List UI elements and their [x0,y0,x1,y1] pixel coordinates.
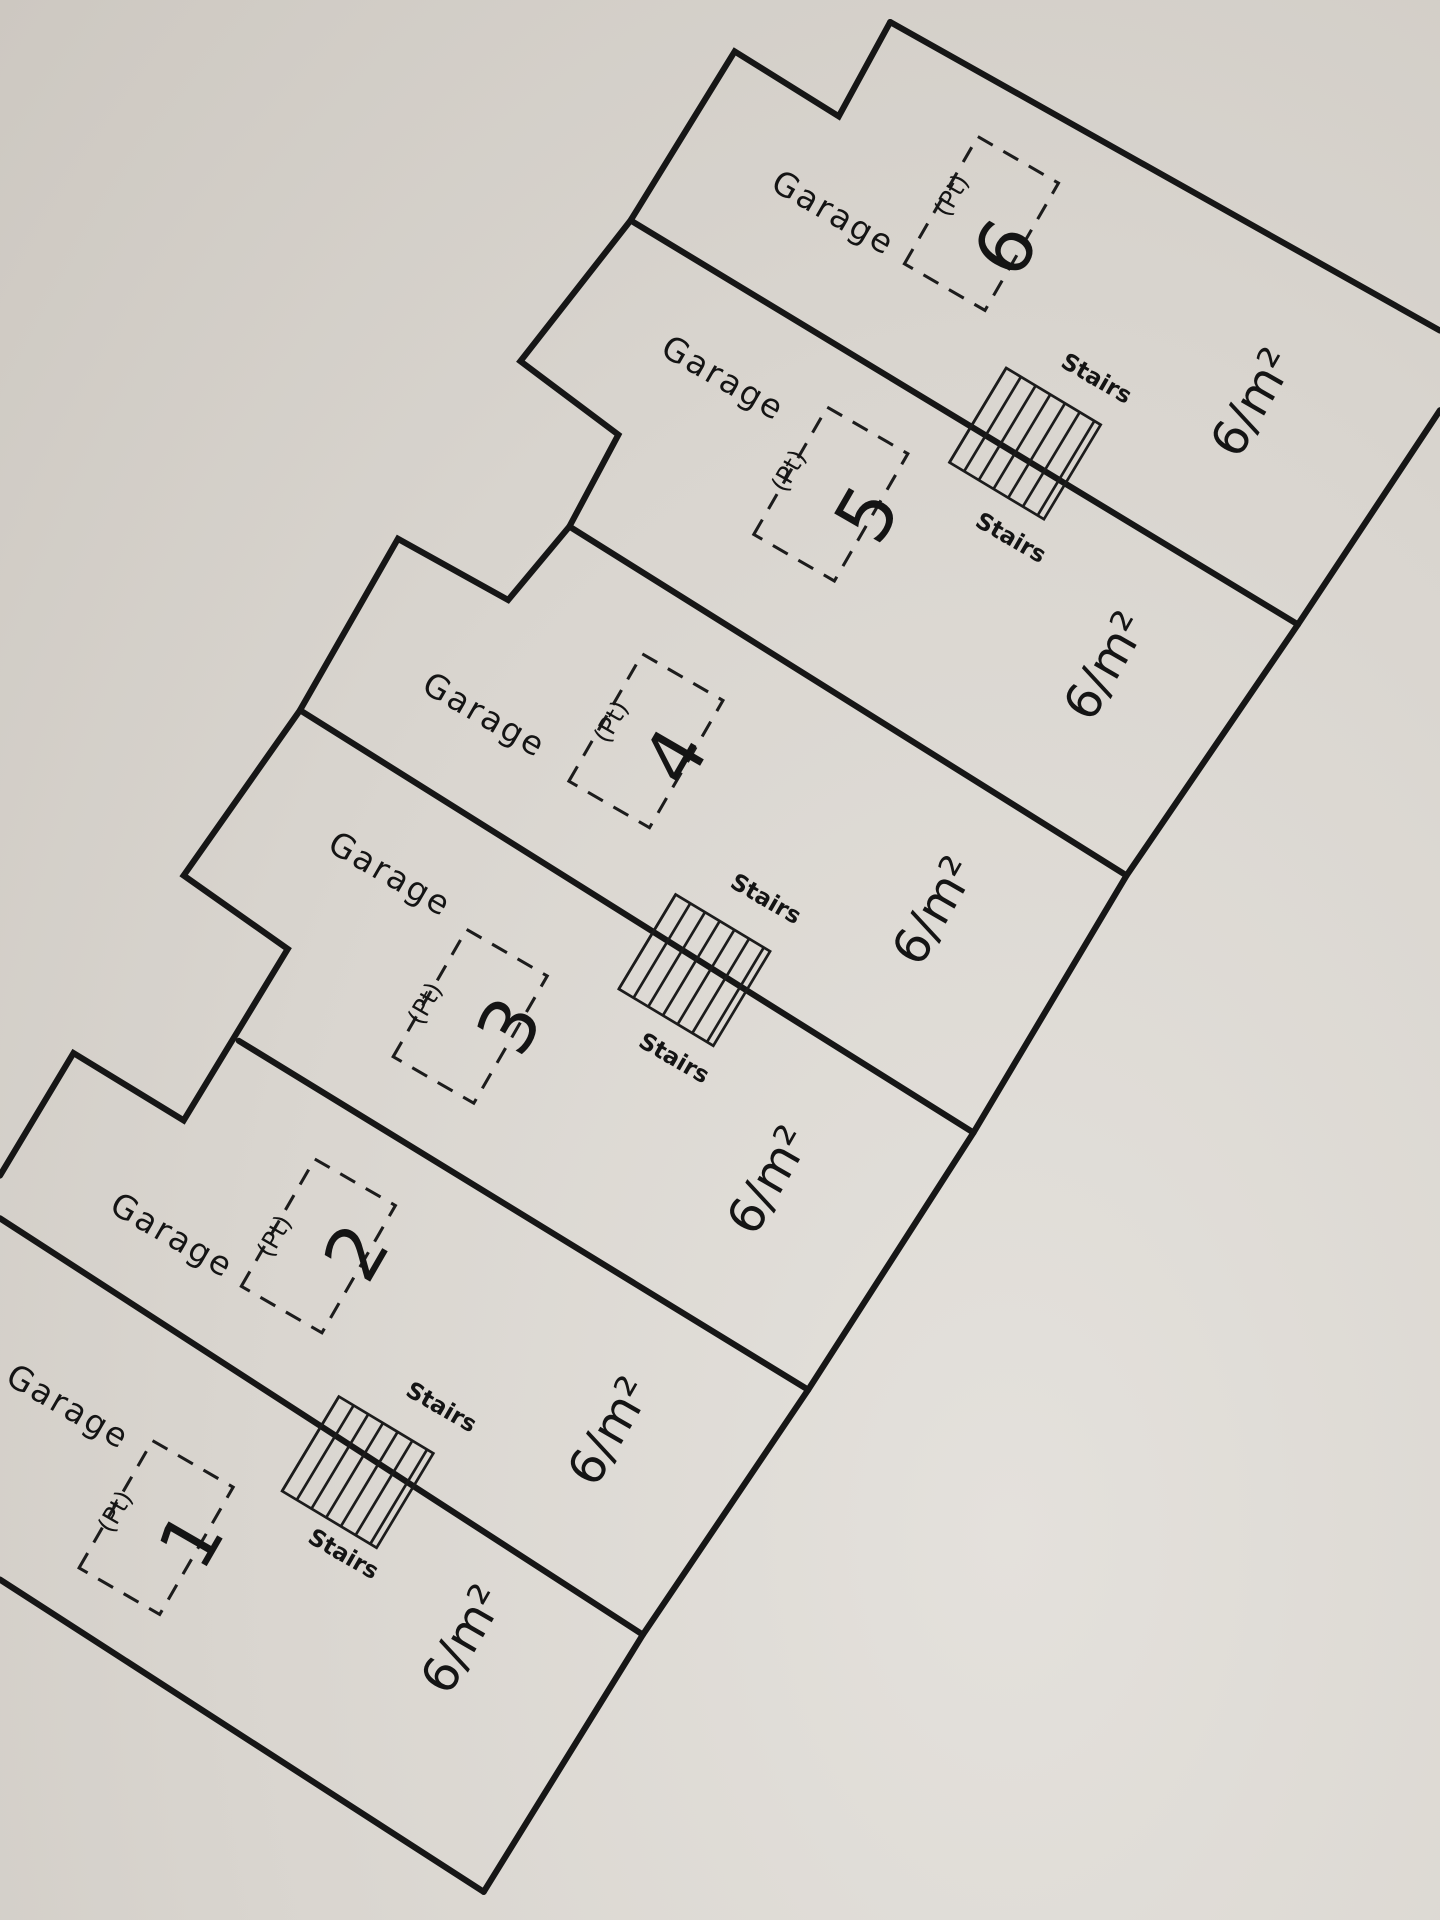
unit-number: 5 [817,471,917,557]
stairs-label: Stairs [1056,348,1136,410]
unit-number: 6 [956,206,1056,292]
parking-label: (Pt) [401,977,448,1029]
stairs-label: Stairs [401,1376,481,1438]
garage-unit-2: Garage(Pt)2 6/m² [104,1156,663,1495]
area-label: 6/m² [881,847,988,975]
outer-walls [0,18,1440,1895]
parking-label: (Pt) [765,445,812,497]
garage-label: Garage [0,1356,137,1458]
unit-number: 4 [625,714,725,800]
stairs-hatch [947,366,1103,522]
area-label: 6/m² [715,1116,822,1244]
parking-bay-marker [77,1438,236,1617]
garage-label: Garage [104,1184,241,1286]
garage-label: Garage [655,327,792,429]
parking-bay-marker [751,405,910,584]
parking-label: (Pt) [251,1210,298,1262]
garage-label: Garage [322,823,459,925]
area-label: 6/m² [556,1367,663,1495]
garage-label: Garage [765,162,902,264]
unit-number: 2 [307,1210,407,1296]
stairs-label: Stairs [726,868,806,930]
unit-number: 3 [460,983,560,1069]
parking-label: (Pt) [588,696,635,748]
parking-bay-marker [239,1156,398,1335]
stairs-label: Stairs [634,1027,714,1089]
garage-unit-4: Garage (Pt)4 6/m² [416,651,988,975]
stairs-hatch [280,1394,436,1550]
unit-dividers [0,217,1302,1638]
unit-number: 1 [141,1497,241,1583]
parking-label: (Pt) [92,1485,139,1537]
area-label: 6/m² [409,1575,516,1703]
stairs-hatch [617,892,772,1048]
area-label: 6/m² [1052,602,1159,730]
area-label: 6/m² [1199,339,1306,467]
stairs-label: Stairs [303,1523,383,1585]
garage-label: Garage [416,664,553,766]
parking-bay-marker [566,651,726,830]
